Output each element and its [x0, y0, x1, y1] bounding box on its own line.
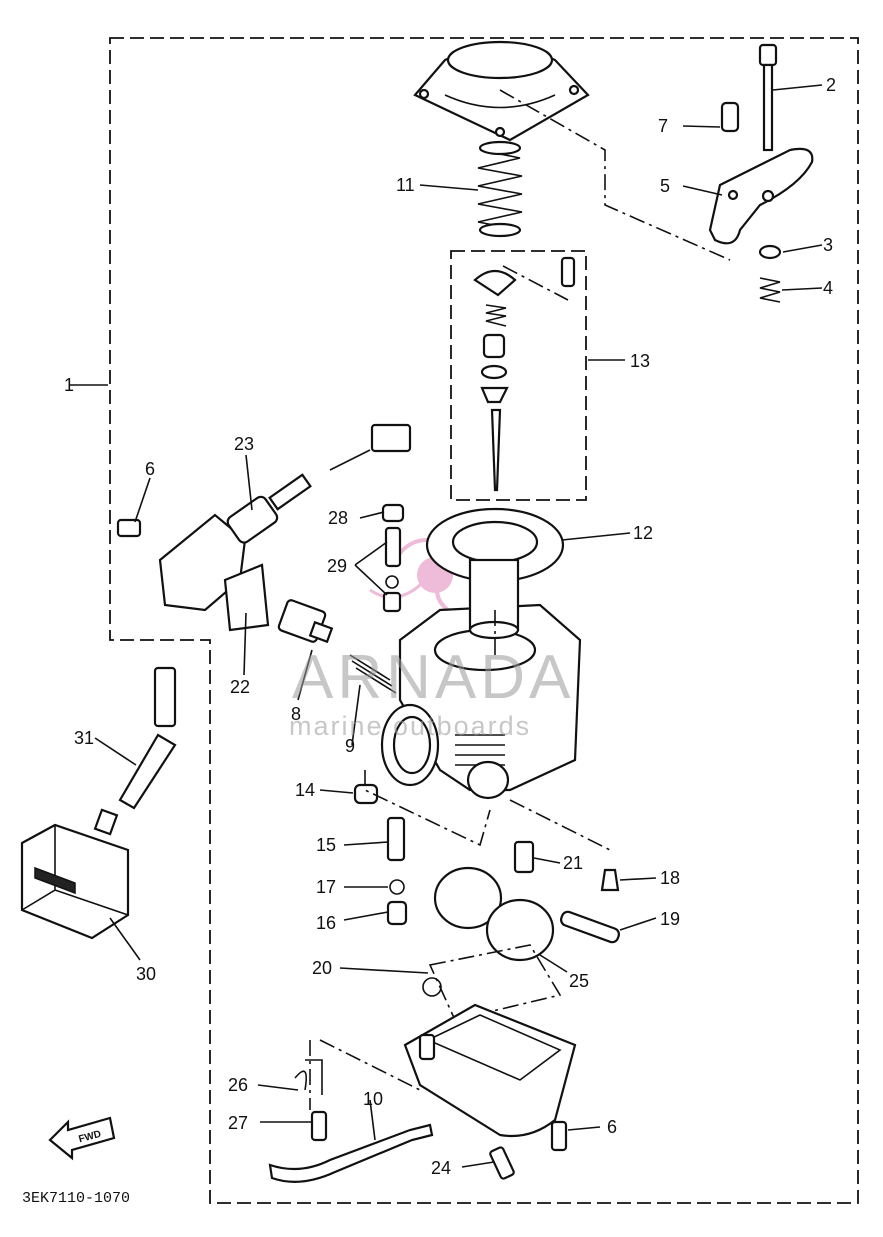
pilot-screw: [384, 526, 402, 568]
callout-17: 17: [316, 877, 336, 897]
callout-28: 28: [328, 508, 348, 528]
overflow-clip: [294, 1059, 323, 1095]
float-pin: [560, 910, 620, 944]
hose-fitting: [153, 666, 177, 728]
breather-filter: [20, 808, 130, 940]
drain-screw: [489, 1146, 515, 1180]
callout-14: 14: [295, 780, 315, 800]
callout-4: 4: [823, 278, 833, 298]
callout-5: 5: [660, 176, 670, 196]
throttle-stop-screw: [758, 43, 778, 152]
diaphragm-spring: [477, 140, 523, 238]
callout-9: 9: [345, 736, 355, 756]
catalog-code: 3EK7110-1070: [22, 1190, 130, 1207]
main-jet-oring: [389, 879, 405, 895]
callout-2: 2: [826, 75, 836, 95]
main-jet-holder: [386, 816, 406, 862]
callout-31: 31: [74, 728, 94, 748]
carb-top-cover: [413, 40, 590, 142]
bracket-screw: [310, 1110, 328, 1142]
callout-23: 23: [234, 434, 254, 454]
callout-26: 26: [228, 1075, 248, 1095]
main-jet-plug: [353, 783, 379, 805]
lever-screw: [720, 101, 740, 133]
pilot-screw-oring: [385, 575, 399, 589]
auto-choke-unit: [158, 423, 412, 612]
callout-22: 22: [230, 677, 250, 697]
bowl-screw: [550, 1120, 568, 1152]
callout-15: 15: [316, 835, 336, 855]
throttle-position-sensor: [277, 599, 334, 644]
callout-19: 19: [660, 909, 680, 929]
breather-hose: [118, 733, 177, 810]
lever-spring: [759, 277, 781, 303]
callouts: 1 2 3 4 5 6 6 7 8 9 10 11 12 13 14 15 16…: [64, 75, 836, 1178]
callout-21: 21: [563, 853, 583, 873]
idle-adjust-screw: [349, 654, 397, 694]
choke-gasket: [223, 563, 270, 632]
throttle-lever: [708, 147, 814, 245]
callout-16: 16: [316, 913, 336, 933]
watermark-tagline: marine outboards: [289, 711, 531, 741]
assembly-axis-lines: [309, 89, 731, 1110]
callout-8: 8: [291, 704, 301, 724]
pilot-screw-washer: [382, 591, 402, 613]
callout-11: 11: [396, 175, 415, 195]
callout-6-bottom: 6: [607, 1117, 617, 1137]
callout-27: 27: [228, 1113, 248, 1133]
watermark-brand: ARNADA: [292, 643, 574, 712]
callout-6-top: 6: [145, 459, 155, 479]
assembly-1-boundary: [109, 37, 859, 1204]
callout-18: 18: [660, 868, 680, 888]
callout-25: 25: [569, 971, 589, 991]
float-bowl-gasket: [428, 944, 562, 1021]
float-valve-needle: [600, 868, 620, 892]
pilot-screw-cap: [381, 503, 405, 523]
callout-1: 1: [64, 375, 74, 395]
assembly-13-boundary: [450, 250, 587, 501]
fwd-direction-arrow: FWD: [48, 1116, 116, 1161]
lever-washer: [758, 244, 782, 260]
float-assembly: [433, 866, 555, 962]
callout-7: 7: [658, 116, 668, 136]
callout-12: 12: [633, 523, 653, 543]
jet-needle-group: [473, 256, 576, 492]
callout-20: 20: [312, 958, 332, 978]
callout-10: 10: [363, 1089, 383, 1109]
drain-hose: [268, 1123, 434, 1183]
callout-3: 3: [823, 235, 833, 255]
choke-screw: [116, 518, 142, 538]
leader-lines: [70, 84, 823, 1168]
pilot-jet: [513, 840, 535, 874]
float-bowl: [403, 1003, 577, 1138]
callout-30: 30: [136, 964, 156, 984]
callout-13: 13: [630, 351, 650, 371]
vacuum-piston-diaphragm: [425, 507, 565, 640]
main-jet: [386, 900, 408, 926]
callout-29: 29: [327, 556, 347, 576]
callout-24: 24: [431, 1158, 451, 1178]
